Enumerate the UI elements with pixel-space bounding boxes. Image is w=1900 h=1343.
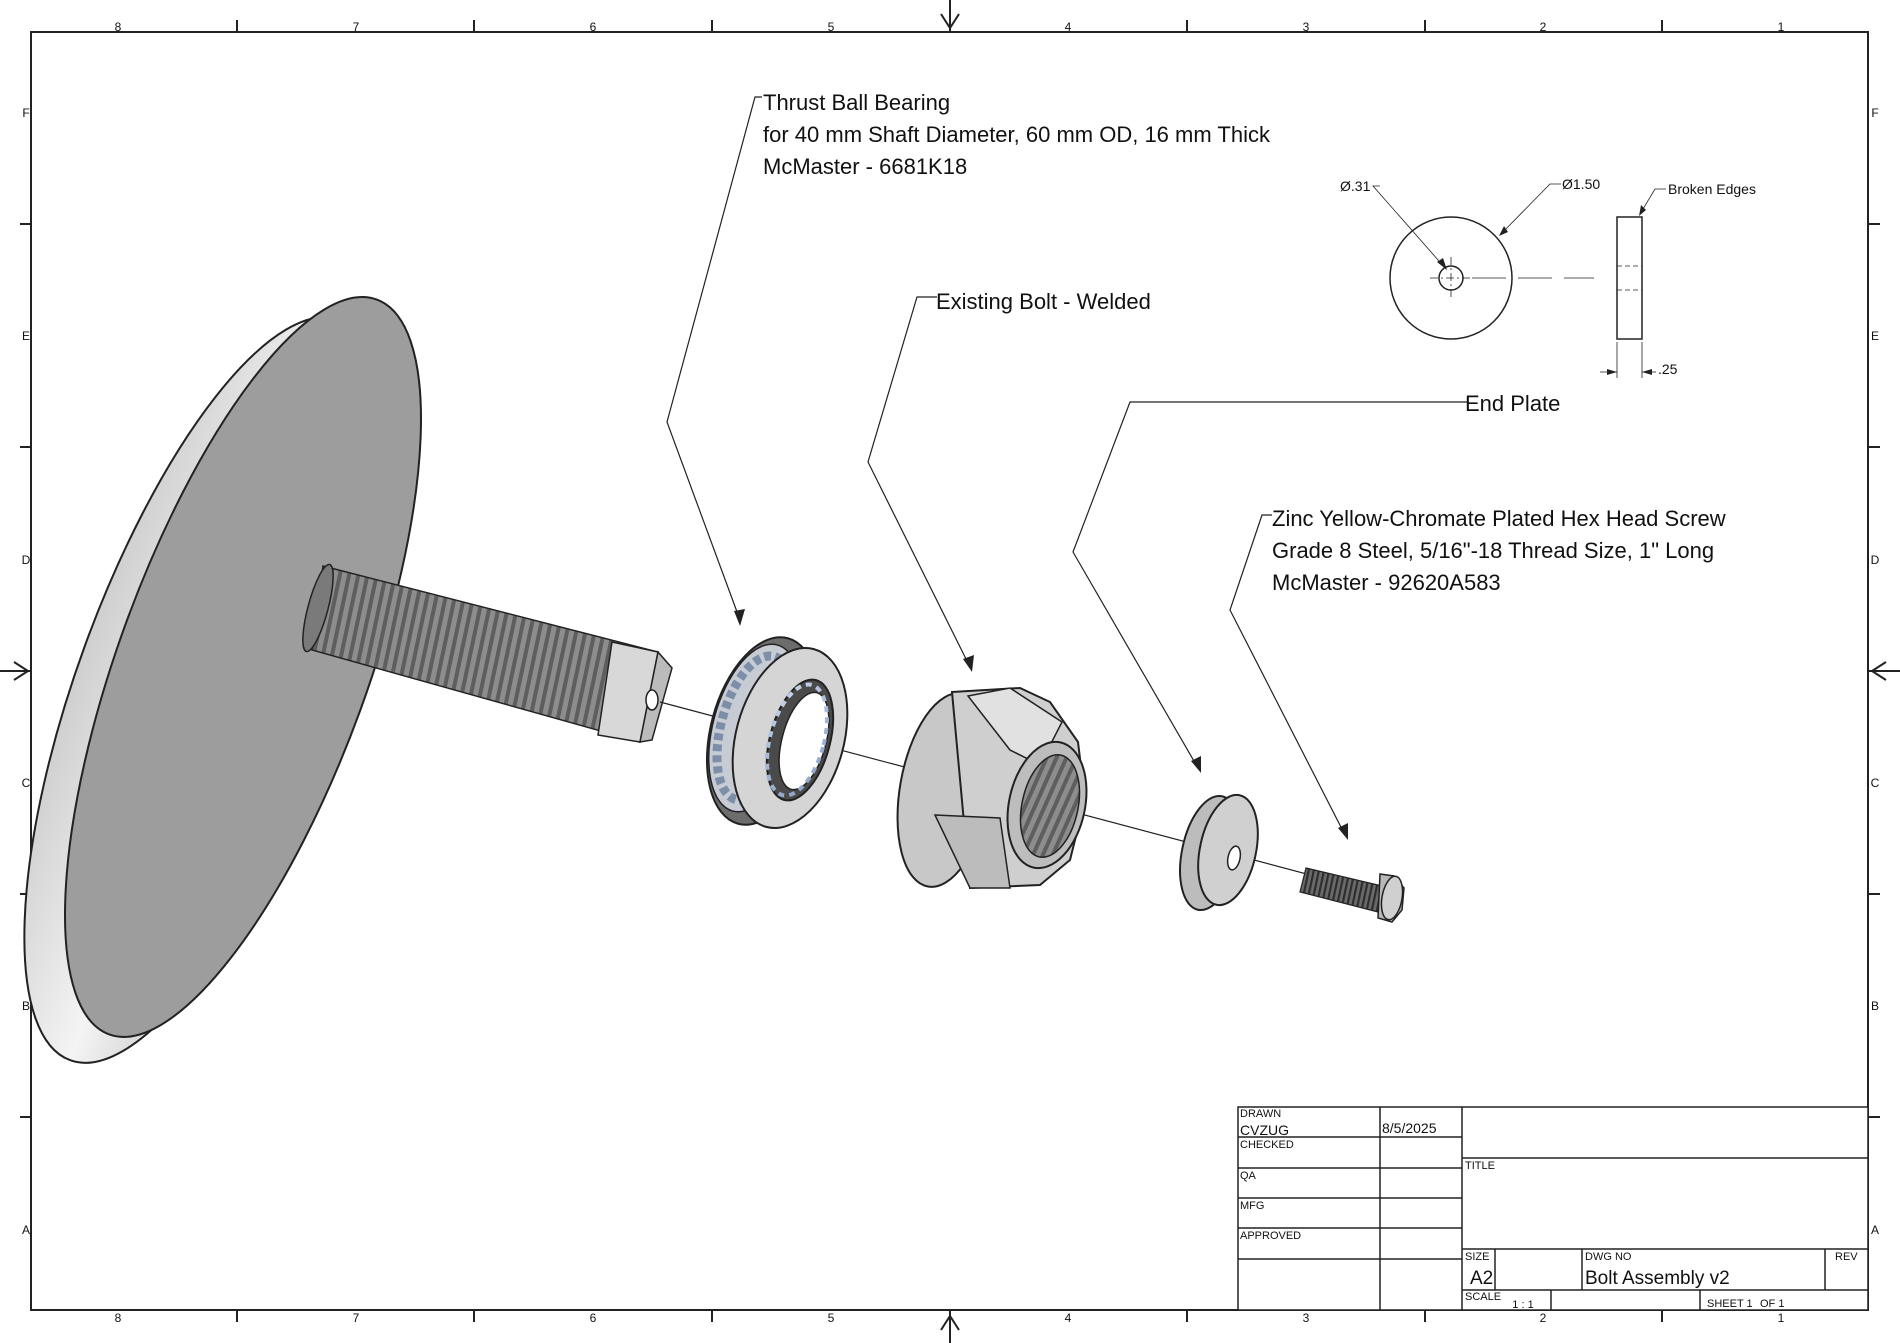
tb-dwg-no-value: Bolt Assembly v2 — [1585, 1268, 1730, 1289]
zone-right-C: C — [1871, 776, 1880, 790]
zone-labels-top: 8 7 6 5 4 3 2 1 — [115, 20, 1785, 34]
zone-top-8: 8 — [115, 20, 122, 34]
zone-top-1: 1 — [1778, 20, 1785, 34]
threaded-shaft — [302, 563, 673, 743]
thrust-ball-bearing — [705, 636, 849, 829]
thickness-dim: .25 — [1658, 361, 1678, 377]
tb-title-label: TITLE — [1465, 1160, 1495, 1172]
zone-right-E: E — [1871, 329, 1879, 343]
zone-left-F: F — [22, 106, 29, 120]
zone-bottom-4: 4 — [1065, 1311, 1072, 1325]
hex-head-screw-part — [1299, 867, 1405, 923]
zone-top-2: 2 — [1540, 20, 1547, 34]
zone-top-7: 7 — [353, 20, 360, 34]
zone-labels-right: F E D C B A — [1871, 106, 1880, 1237]
leader-arrowheads — [734, 609, 1348, 840]
zone-left-B: B — [22, 999, 30, 1013]
callout-bearing-line2: for 40 mm Shaft Diameter, 60 mm OD, 16 m… — [763, 122, 1271, 147]
tb-rev-label: REV — [1835, 1251, 1858, 1263]
tb-drawn-label: DRAWN — [1240, 1108, 1281, 1120]
tb-size-value: A2 — [1470, 1268, 1493, 1289]
zone-top-6: 6 — [590, 20, 597, 34]
outer-diameter-dim: Ø1.50 — [1562, 176, 1600, 192]
zone-bottom-7: 7 — [353, 1311, 360, 1325]
zone-left-E: E — [22, 329, 30, 343]
zone-bottom-2: 2 — [1540, 1311, 1547, 1325]
zone-right-D: D — [1871, 553, 1880, 567]
zone-labels-left: F E D C B A — [22, 106, 31, 1237]
tb-dwg-no-label: DWG NO — [1585, 1251, 1632, 1263]
broken-edges-note: Broken Edges — [1668, 181, 1756, 197]
tb-scale-label: SCALE — [1465, 1291, 1501, 1303]
leader-lines — [666, 96, 1467, 836]
zone-bottom-8: 8 — [115, 1311, 122, 1325]
zone-labels-bottom: 8 7 6 5 4 3 2 1 — [115, 1311, 1785, 1325]
title-block — [1237, 1106, 1869, 1311]
zone-left-D: D — [22, 553, 31, 567]
existing-bolt-welded — [896, 686, 1088, 890]
tb-sheet-label: SHEET 1 — [1707, 1298, 1753, 1310]
zone-bottom-5: 5 — [828, 1311, 835, 1325]
zone-left-A: A — [22, 1223, 30, 1237]
zone-bottom-6: 6 — [590, 1311, 597, 1325]
tb-approved-label: APPROVED — [1240, 1230, 1301, 1242]
tb-scale-value: 1 : 1 — [1512, 1299, 1533, 1311]
tb-checked-label: CHECKED — [1240, 1139, 1294, 1151]
callout-end-plate-line1: End Plate — [1465, 391, 1560, 416]
tb-drawn-date: 8/5/2025 — [1382, 1120, 1437, 1136]
zone-right-F: F — [1871, 106, 1878, 120]
zone-bottom-1: 1 — [1778, 1311, 1785, 1325]
tb-drawn-by: CVZUG — [1240, 1122, 1289, 1138]
detail-arrowheads — [1437, 205, 1652, 375]
tb-size-label: SIZE — [1465, 1251, 1489, 1263]
callout-screw-line3: McMaster - 92620A583 — [1272, 570, 1501, 595]
tb-mfg-label: MFG — [1240, 1200, 1264, 1212]
callout-bearing-line3: McMaster - 6681K18 — [763, 154, 967, 179]
zone-right-B: B — [1871, 999, 1879, 1013]
zone-top-4: 4 — [1065, 20, 1072, 34]
zone-bottom-3: 3 — [1303, 1311, 1310, 1325]
zone-top-3: 3 — [1303, 20, 1310, 34]
zone-right-A: A — [1871, 1223, 1879, 1237]
tb-sheet-of: OF 1 — [1760, 1298, 1784, 1310]
tb-qa-label: QA — [1240, 1170, 1257, 1182]
callout-screw-line1: Zinc Yellow-Chromate Plated Hex Head Scr… — [1272, 506, 1726, 531]
callout-screw-line2: Grade 8 Steel, 5/16"-18 Thread Size, 1" … — [1272, 538, 1714, 563]
zone-top-5: 5 — [828, 20, 835, 34]
base-plate-disc — [23, 296, 422, 1064]
callout-bearing-line1: Thrust Ball Bearing — [763, 90, 950, 115]
zone-left-C: C — [22, 776, 31, 790]
hole-diameter-dim: Ø.31 — [1340, 178, 1371, 194]
end-plate-part — [1179, 793, 1259, 912]
end-plate-detail-view — [1372, 183, 1666, 378]
callout-bolt-line1: Existing Bolt - Welded — [936, 289, 1151, 314]
